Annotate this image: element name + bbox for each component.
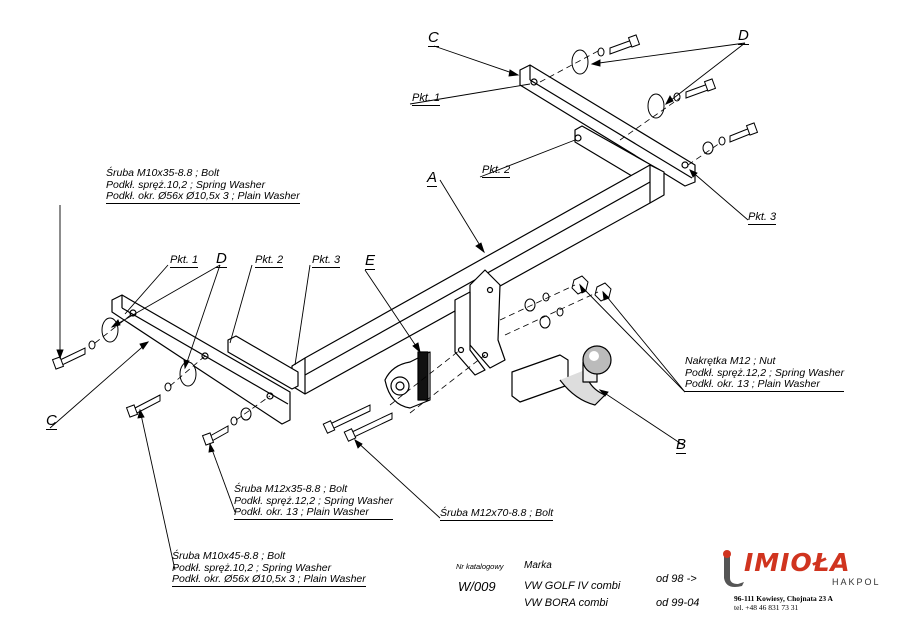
label-pkt1-top: Pkt. 1 xyxy=(412,92,441,106)
bolt-3 xyxy=(729,127,751,143)
hitch-mount-plate xyxy=(454,269,506,376)
logo-sub: HAKPOL xyxy=(832,577,881,587)
label-a: A xyxy=(427,169,438,187)
tow-ball xyxy=(511,345,612,406)
catalog-number: W/009 xyxy=(458,579,496,594)
note-bolt-m10x35: Śruba M10x35-8.8 ; Bolt Podkł. spręż.10,… xyxy=(106,167,300,204)
note-nut-m12: Nakrętka M12 ; Nut Podkł. spręż.12,2 ; S… xyxy=(685,355,845,392)
label-c-left: C xyxy=(46,412,57,430)
washer-d-1 xyxy=(571,49,589,75)
label-e: E xyxy=(365,252,376,270)
label-pkt2-left: Pkt. 2 xyxy=(255,254,284,268)
bolt-1 xyxy=(609,39,633,55)
bolt-4 xyxy=(59,347,86,367)
note-bolt-m12x35: Śruba M12x35-8.8 ; Bolt Podkł. spręż.12,… xyxy=(234,483,394,520)
label-pkt2-top: Pkt. 2 xyxy=(482,164,511,178)
logo-address: 96-111 Kowiesy, Chojnata 23 A xyxy=(734,594,833,603)
label-c-top: C xyxy=(428,29,439,47)
catalog-date-1: od 98 -> xyxy=(656,573,697,585)
label-d-left: D xyxy=(216,250,227,268)
catalog-model-1: VW GOLF IV combi xyxy=(524,580,621,592)
washer-d-2 xyxy=(647,93,665,119)
bolt-5 xyxy=(134,394,161,415)
note-bolt-m10x45: Śruba M10x45-8.8 ; Bolt Podkł. spręż.10,… xyxy=(172,550,366,587)
right-bracket xyxy=(519,64,696,189)
label-pkt3-left: Pkt. 3 xyxy=(312,254,341,268)
catalog-date-2: od 99-04 xyxy=(656,597,700,609)
electric-socket xyxy=(384,351,431,409)
note-bolt-m12x70: Śruba M12x70-8.8 ; Bolt xyxy=(440,507,554,521)
washer-d-3 xyxy=(101,317,119,343)
imiola-logo-mark xyxy=(723,550,744,587)
catalog-model-2: VW BORA combi xyxy=(524,597,608,609)
left-bracket xyxy=(111,294,299,425)
logo-name: IMIOŁA xyxy=(744,548,851,577)
logo-tel: tel. +48 46 831 73 31 xyxy=(734,603,799,612)
label-pkt3-right: Pkt. 3 xyxy=(748,211,777,225)
catalog-marka-label: Marka xyxy=(524,560,552,571)
catalog-nr-label: Nr katalogowy xyxy=(456,562,504,571)
label-b: B xyxy=(676,436,687,454)
label-pkt1-left: Pkt. 1 xyxy=(170,254,199,268)
label-d-top: D xyxy=(738,27,749,45)
